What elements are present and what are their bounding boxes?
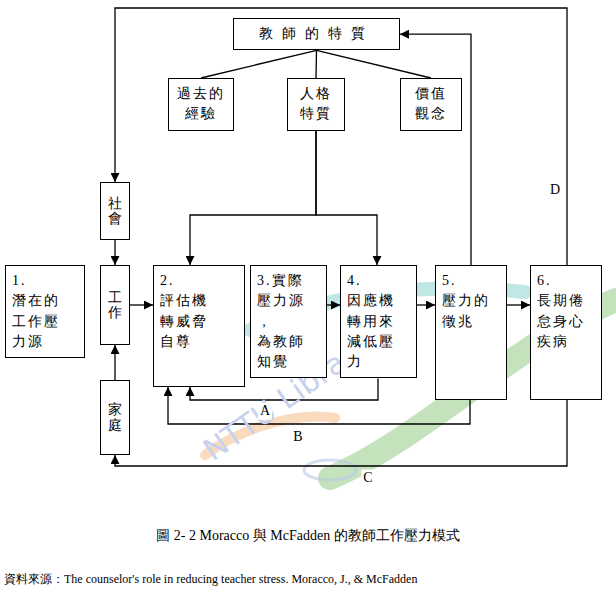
node-text: 4.因應機 轉用來 減低壓 力 [347, 271, 395, 372]
connector [114, 345, 115, 380]
connector [114, 240, 115, 265]
edge-label: A [258, 403, 272, 420]
trait-part-box: 人格 特質 [287, 78, 345, 131]
trait-box: 教師的特質 [233, 18, 400, 50]
node-text: 社會 [108, 196, 122, 227]
node-text: 1.潛在的 工作壓 力源 [12, 271, 60, 352]
edge-label: B [291, 429, 304, 446]
connector [317, 50, 432, 78]
node-text: 過去的 經驗 [177, 84, 225, 125]
trait-part-box: 價值 觀念 [400, 78, 462, 131]
node-text: 價值 觀念 [415, 84, 447, 125]
connector [130, 304, 153, 305]
process-box: 6.長期倦 怠身心 疾病 [530, 265, 602, 400]
edge-label: D [548, 182, 562, 199]
connector [190, 131, 316, 265]
context-box: 社會 [100, 182, 130, 240]
node-text: 工作 [108, 290, 122, 321]
node-text: 6.長期倦 怠身心 疾病 [537, 271, 585, 352]
edge-label: C [361, 470, 374, 487]
process-box: 2.評估機 轉威脅 自尊 [153, 265, 245, 387]
process-box: 1.潛在的 工作壓 力源 [5, 265, 85, 358]
connector [507, 304, 530, 305]
node-text: 3.實際 壓力源 ，為教師 知覺 [257, 271, 305, 372]
connector [417, 304, 435, 305]
node-text: 家庭 [108, 402, 122, 433]
connector [315, 50, 317, 78]
node-text: 人格 特質 [300, 84, 332, 125]
disc-mark [304, 460, 356, 480]
node-text: 5.壓力的 徵兆 [442, 271, 490, 332]
source-note: 資料來源：The counselor's role in reducing te… [2, 572, 419, 586]
trait-part-box: 過去的 經驗 [168, 78, 234, 131]
connector [327, 304, 340, 305]
node-text: 2.評估機 轉威脅 自尊 [160, 271, 208, 352]
connector [115, 400, 567, 466]
connector [201, 50, 317, 78]
node-text: 教師的特質 [259, 24, 374, 44]
connector [400, 34, 471, 265]
connector [115, 8, 567, 265]
process-box: 4.因應機 轉用來 減低壓 力 [340, 265, 417, 378]
process-box: 5.壓力的 徵兆 [435, 265, 507, 400]
context-box: 工作 [100, 265, 130, 345]
context-box: 家庭 [100, 380, 130, 455]
process-box: 3.實際 壓力源 ，為教師 知覺 [250, 265, 327, 378]
figure-caption: 圖 2- 2 Moracco 與 McFadden 的教師工作壓力模式 [0, 527, 616, 545]
connector [316, 131, 377, 265]
